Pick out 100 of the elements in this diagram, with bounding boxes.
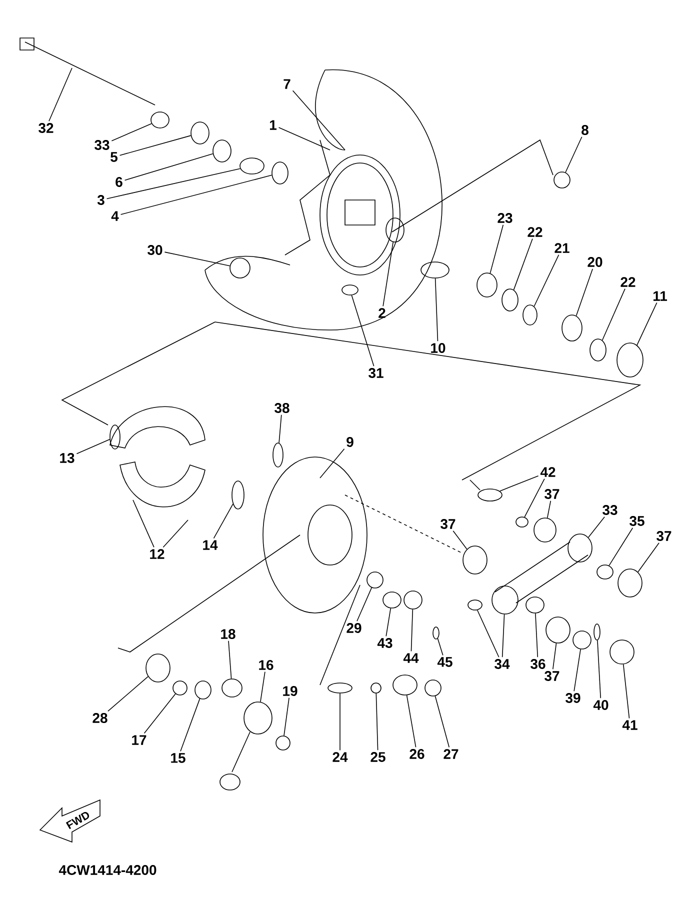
leader-line [602,288,626,341]
leader-line [180,698,200,752]
callout-number: 43 [377,638,392,648]
callout-number: 21 [554,243,570,253]
callout-number: 22 [528,227,542,237]
part-drawing [502,288,518,312]
callout-number: 5 [110,152,118,162]
callout-number: 17 [132,735,146,745]
part-drawing [478,488,502,502]
leader-line [565,136,582,173]
part-drawing [420,262,450,278]
leader-line [278,127,330,150]
callout-number: 24 [332,752,348,762]
callout-number: 28 [92,713,108,723]
callout-number: 11 [653,291,668,301]
leader-line [108,676,148,712]
leader-line [292,90,346,150]
leader-line [356,587,372,622]
callout-number: 19 [283,686,298,696]
leader-line [574,648,581,692]
leader-line [76,438,110,454]
callout-number: 33 [602,505,618,515]
part-drawing [232,480,244,510]
callout-number: 30 [148,245,162,255]
part-drawing [516,516,528,528]
callout-number: 33 [94,140,110,150]
part-drawing [382,592,402,608]
part-drawing [468,600,482,610]
part-drawing [194,680,212,700]
callout-number: 1 [270,120,276,130]
callout-number: 3 [97,195,104,205]
part-drawing [616,342,644,378]
leader-line [120,174,272,215]
callout-number: 12 [150,549,164,559]
callout-number: 2 [378,308,386,318]
leader-line [437,638,444,656]
callout-number: 7 [284,79,290,89]
part-drawing [610,640,634,664]
leader-line [452,530,468,550]
leader-line [278,414,282,444]
leader-line [351,294,374,367]
part-drawing [244,702,272,734]
part-drawing [190,122,210,144]
callout-number: 26 [410,749,424,759]
part-drawing [424,680,442,696]
part-drawing [212,140,232,162]
leader-line [144,693,176,734]
callout-number: 16 [259,660,274,670]
leader-line [48,68,72,122]
leader-line [119,135,192,156]
callout-number: 8 [582,125,588,135]
part-drawing [392,674,418,696]
leader-line [213,504,234,539]
part-drawing [526,596,544,614]
leader-line [638,542,660,572]
part-drawing [146,654,170,682]
leader-line [124,153,214,181]
leader-line [636,302,658,346]
leader-line [260,671,266,702]
callout-number: 14 [203,540,218,550]
callout-number: 32 [38,123,54,133]
part-drawing [618,568,642,598]
part-drawing [590,338,606,362]
part-drawing [568,534,592,562]
part-drawing [276,736,290,750]
part-drawing [272,162,288,184]
leader-line [376,693,378,751]
part-drawing [534,518,556,542]
leader-line [386,608,392,637]
callout-number: 41 [622,720,638,730]
callout-number: 27 [444,749,458,759]
leader-line [499,475,539,492]
callout-number: 37 [544,671,560,681]
leader-line [320,448,345,478]
leader-line [111,123,152,142]
callout-number: 40 [593,700,608,710]
leader-line [434,278,438,342]
leader-line [476,610,500,658]
part-code: 4CW1414-4200 [58,865,156,875]
part-drawing [432,626,440,640]
callout-number: 20 [588,257,602,267]
callout-number: 25 [370,752,386,762]
leader-line [534,254,560,307]
part-drawing [572,630,592,650]
leader-line [410,609,414,652]
part-drawing [462,546,488,574]
callout-number: 31 [368,368,384,378]
leader-line [608,527,634,566]
part-drawing [230,258,250,278]
leader-line [588,516,605,538]
leader-line [434,696,450,748]
part-drawing [110,424,120,450]
leader-line [162,520,188,548]
part-drawing [476,272,498,298]
part-drawing [272,442,284,468]
callout-number: 9 [346,437,354,447]
leader-line [284,697,290,736]
leader-line [132,500,154,548]
callout-number: 18 [221,629,236,639]
leader-line [406,694,416,748]
